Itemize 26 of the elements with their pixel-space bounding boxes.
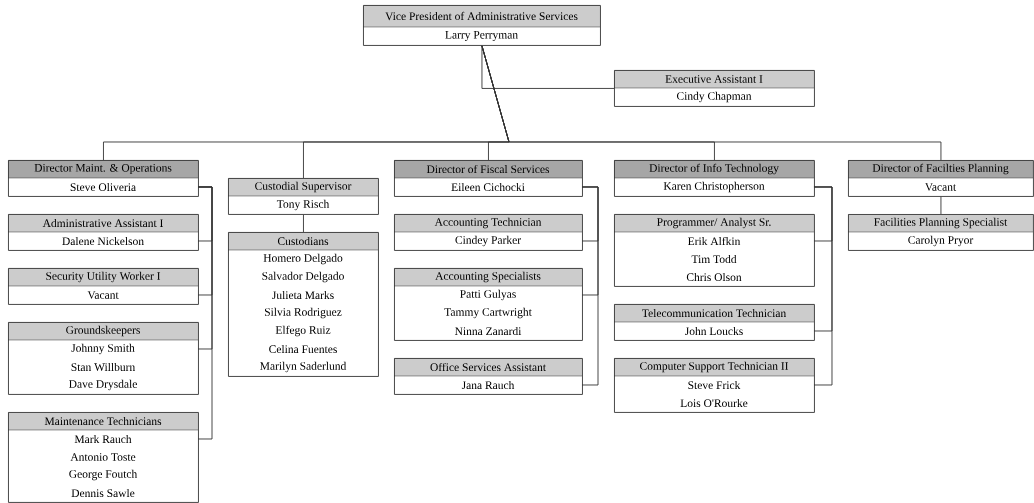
position-box: Custodial Supervisor Tony Risch — [227, 178, 379, 215]
position-box: Director of Facilties Planning Vacant — [847, 160, 1034, 197]
position-box: Security Utility Worker I Vacant — [7, 268, 199, 305]
position-box: Custodians Homero Delgado Salvador Delgado Julieta Marks Silvia Rodriguez Elfego Ruiz Celina Fuentes Marilyn Saderlund — [227, 232, 379, 377]
connector-line — [481, 45, 942, 161]
position-box: Computer Support Technician II Steve Frick Lois O'Rourke — [613, 358, 815, 413]
position-box: Telecommunication Technician John Loucks — [613, 304, 815, 341]
position-box: Office Services Assistant Jana Rauch — [393, 358, 583, 395]
position-box: Director of Info Technology Karen Christopherson — [613, 160, 815, 197]
connector-line — [813, 186, 833, 386]
position-box: Programmer/ Analyst Sr. Erik Alfkin Tim Todd Chris Olson — [613, 214, 815, 287]
position-box: Director of Fiscal Services Eileen Cichocki — [393, 160, 583, 197]
position-box: Groundskeepers Johnny Smith Stan Willburn Dave Drysdale — [7, 322, 199, 395]
connector-line — [481, 45, 615, 89]
position-box: Facilities Planning Specialist Carolyn Pryor — [847, 214, 1034, 251]
connector-line — [581, 186, 599, 386]
connector-line — [197, 186, 213, 440]
position-box: Accounting Specialists Patti Gulyas Tammy Cartwright Ninna Zanardi — [393, 268, 583, 341]
connector-line — [940, 196, 942, 215]
position-box: Director Maint. & Operations Steve Oliveria — [7, 160, 199, 197]
position-box: Administrative Assistant I Dalene Nickelson — [7, 214, 199, 251]
position-box: Maintenance Technicians Mark Rauch Antonio Toste George Foutch Dennis Sawle — [7, 412, 199, 503]
position-box: Accounting Technician Cindey Parker — [393, 214, 583, 251]
position-box: Vice President of Administrative Services Larry Perryman — [362, 5, 601, 46]
connector-line — [303, 214, 304, 233]
position-box: Executive Assistant I Cindy Chapman — [613, 70, 815, 107]
